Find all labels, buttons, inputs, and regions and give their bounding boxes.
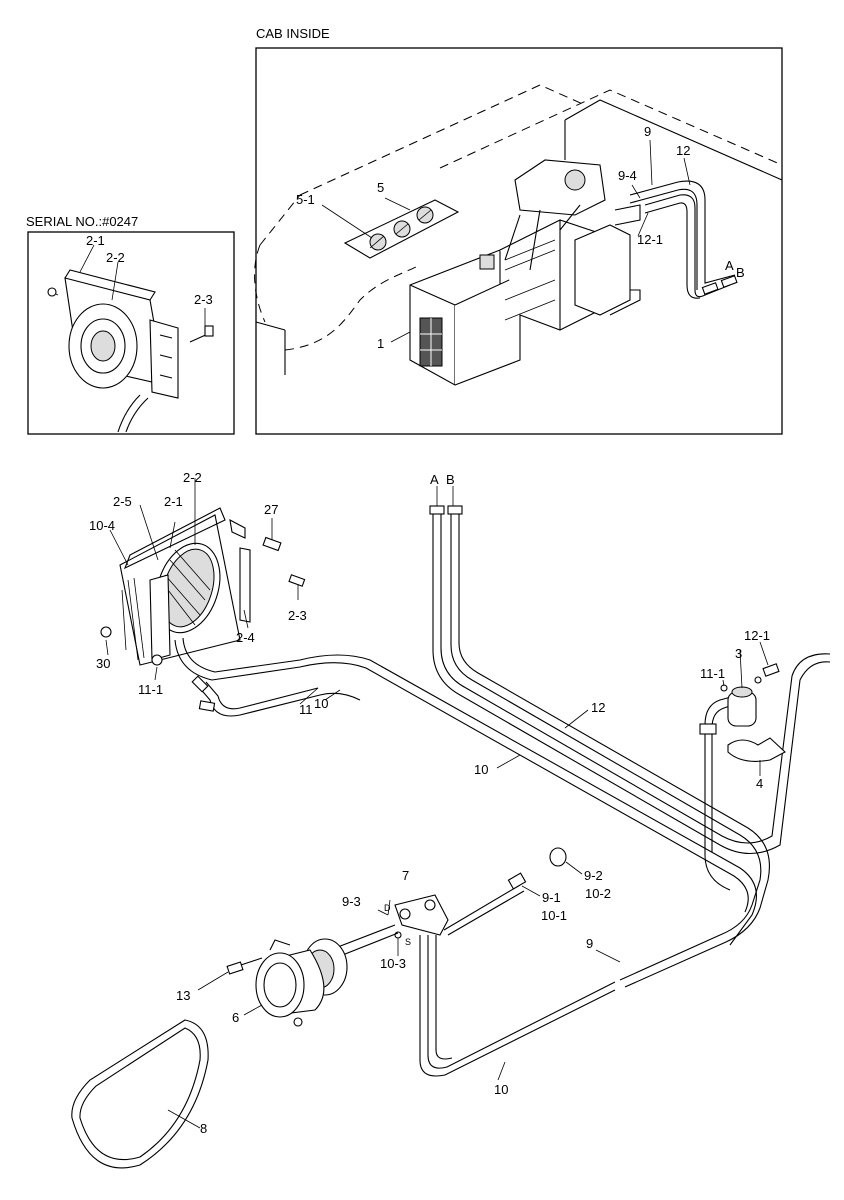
- cab-callout-5-1: 5-1: [296, 192, 315, 207]
- main-callout-30: 30: [96, 656, 110, 671]
- main-callout-b-top: B: [446, 472, 455, 487]
- main-callout-d: D: [384, 903, 391, 913]
- main-callout-10-3: 10-3: [380, 956, 406, 971]
- drive-belt: [71, 1019, 209, 1169]
- main-callout-11: 11: [299, 702, 313, 717]
- main-callout-12-1: 12-1: [744, 628, 770, 643]
- cab-callout-9-4: 9-4: [618, 168, 637, 183]
- cab-pipes: [629, 180, 738, 299]
- cab-inside-frame: [255, 47, 783, 435]
- leader-9-2: [565, 861, 583, 875]
- cab-callout-b: B: [736, 265, 745, 280]
- cab-callout-a: A: [725, 258, 734, 273]
- control-panel: [343, 199, 460, 259]
- serial-frame: [27, 231, 235, 435]
- main-callout-6: 6: [232, 1010, 239, 1025]
- condenser-assembly: [100, 478, 306, 681]
- cab-leaders: [321, 139, 691, 343]
- cab-callout-9: 9: [644, 124, 651, 139]
- main-callout-9: 9: [586, 936, 593, 951]
- main-callout-9-2: 9-2: [584, 868, 603, 883]
- hvac-unit: [409, 159, 641, 386]
- pipes-12-10-runs: [496, 709, 589, 769]
- main-callout-2-3: 2-3: [288, 608, 307, 623]
- leader-10-bottom: [497, 1061, 506, 1081]
- main-callout-10-2: 10-2: [585, 886, 611, 901]
- main-callout-8: 8: [200, 1121, 207, 1136]
- main-callout-10-4: 10-4: [89, 518, 115, 533]
- serial-callout-2-3: 2-3: [194, 292, 213, 307]
- main-callout-10-bottom: 10: [494, 1082, 508, 1097]
- main-callout-10-1: 10-1: [541, 908, 567, 923]
- main-callout-3: 3: [735, 646, 742, 661]
- cab-callout-1: 1: [377, 336, 384, 351]
- serial-callout-2-1: 2-1: [86, 233, 105, 248]
- cab-callout-5: 5: [377, 180, 384, 195]
- main-callout-12: 12: [591, 700, 605, 715]
- receiver-drier: [699, 641, 786, 891]
- main-callout-2-1: 2-1: [164, 494, 183, 509]
- main-callout-27: 27: [264, 502, 278, 517]
- main-callout-4: 4: [756, 776, 763, 791]
- pipes-a-b: [429, 486, 831, 988]
- pipes-10-11: [174, 637, 757, 946]
- cab-callout-12-1: 12-1: [637, 232, 663, 247]
- leader-9-1: [521, 885, 541, 897]
- serial-condenser: [47, 244, 214, 433]
- main-callout-2-2: 2-2: [183, 470, 202, 485]
- main-callout-2-4: 2-4: [236, 630, 255, 645]
- main-callout-13: 13: [176, 988, 190, 1003]
- leader-9: [595, 949, 621, 963]
- main-callout-11-1-right: 11-1: [700, 666, 725, 681]
- compressor-manifold: [377, 847, 616, 1077]
- main-callout-9-1: 9-1: [542, 890, 561, 905]
- compressor: [197, 924, 399, 1027]
- main-callout-7: 7: [402, 868, 409, 883]
- main-callout-9-3: 9-3: [342, 894, 361, 909]
- main-callout-a-top: A: [430, 472, 439, 487]
- main-callout-2-5: 2-5: [113, 494, 132, 509]
- main-callout-10-run: 10: [474, 762, 488, 777]
- serial-title: SERIAL NO.:#0247: [26, 214, 138, 229]
- main-callout-10-mid: 10: [314, 696, 328, 711]
- cab-inside-title: CAB INSIDE: [256, 26, 330, 41]
- serial-callout-2-2: 2-2: [106, 250, 125, 265]
- cab-outline: [254, 84, 783, 375]
- main-callout-11-1-left: 11-1: [138, 682, 163, 697]
- main-callout-s: S: [405, 937, 411, 947]
- cab-callout-12: 12: [676, 143, 690, 158]
